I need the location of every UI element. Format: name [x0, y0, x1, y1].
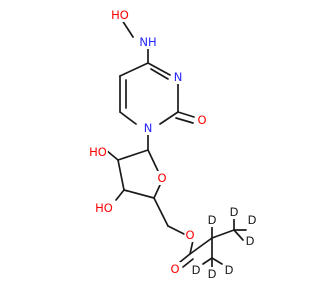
- bond-c5p-oester: [167, 225, 185, 235]
- atom-label-background: [172, 70, 184, 84]
- bond-ccarb-o: [179, 253, 191, 263]
- atom-label-background: [223, 263, 235, 277]
- atom-label-ho-n: HO: [111, 8, 129, 22]
- atom-label-background: [184, 228, 196, 242]
- bond-c2p-oh: [105, 149, 119, 161]
- atom-label-n1: N: [144, 121, 153, 135]
- atom-label-d-bot2: D: [208, 267, 217, 281]
- bond-ccarb-o-double: [182, 258, 194, 268]
- bond-c3p-oh: [115, 189, 125, 201]
- bond-n1-c6: [119, 111, 137, 125]
- atom-label-d-top1: D: [230, 205, 239, 219]
- bond-cd3top-d3: [233, 229, 244, 241]
- bond-c2-o: [177, 111, 195, 118]
- atom-label-background: [169, 262, 181, 276]
- bond-c4-n3: [147, 62, 171, 76]
- atom-label-d-bot3: D: [225, 263, 234, 277]
- bond-c4-n3-double: [150, 68, 169, 80]
- bond-c1p-c2p: [117, 149, 149, 161]
- atom-label-background: [110, 8, 130, 22]
- bond-o-n: [121, 19, 134, 38]
- bond-cd3bot-d1: [202, 257, 213, 265]
- molecule-structure: HO NH N N O O HO HO O O D D D D D D D: [88, 8, 258, 281]
- atom-label-ho-3: HO: [95, 201, 113, 215]
- bond-cd3bot-d3: [211, 257, 223, 265]
- bond-o-c1p: [147, 149, 159, 172]
- bond-c5-c4: [119, 62, 149, 77]
- atom-label-o-carbonyl-ester: O: [170, 262, 179, 276]
- atom-label-background: [244, 234, 256, 248]
- atom-label-nh: NH: [139, 35, 156, 49]
- atom-label-d-center: D: [208, 213, 217, 227]
- atom-label-background: [196, 113, 208, 127]
- atom-label-background: [206, 267, 218, 281]
- atom-label-background: [142, 121, 154, 135]
- atom-label-background: [88, 145, 108, 159]
- atom-label-d-bot1: D: [192, 263, 201, 277]
- bond-c2p-c3p: [117, 159, 125, 191]
- atom-label-background: [190, 263, 202, 277]
- atom-label-background: [138, 35, 158, 49]
- bond-ccarb-cd: [189, 237, 213, 255]
- bond-layer: [105, 19, 247, 269]
- atom-label-background: [156, 171, 168, 185]
- bond-cd-cd3top: [211, 229, 235, 239]
- atom-label-d-top2: D: [248, 213, 257, 227]
- atom-label-background: [94, 201, 114, 215]
- atom-label-n3: N: [174, 70, 183, 84]
- bond-c4p-c5p: [153, 197, 169, 227]
- atom-label-background: [246, 213, 258, 227]
- atom-label-o-sugar: O: [157, 171, 166, 185]
- atom-label-background: [228, 205, 240, 219]
- atom-layer: HO NH N N O O HO HO O O D D D D D D D: [88, 8, 258, 281]
- atom-label-o-ester: O: [185, 228, 194, 242]
- atom-label-o-ring-carbonyl: O: [197, 113, 206, 127]
- bond-c2-o-double: [175, 117, 194, 124]
- atom-label-d-right: D: [246, 234, 255, 248]
- bond-c4p-o: [153, 184, 161, 199]
- bond-c3p-c4p: [123, 189, 155, 199]
- atom-label-background: [206, 213, 218, 227]
- bond-c2-n1: [159, 111, 179, 125]
- atom-label-ho-2: HO: [89, 145, 107, 159]
